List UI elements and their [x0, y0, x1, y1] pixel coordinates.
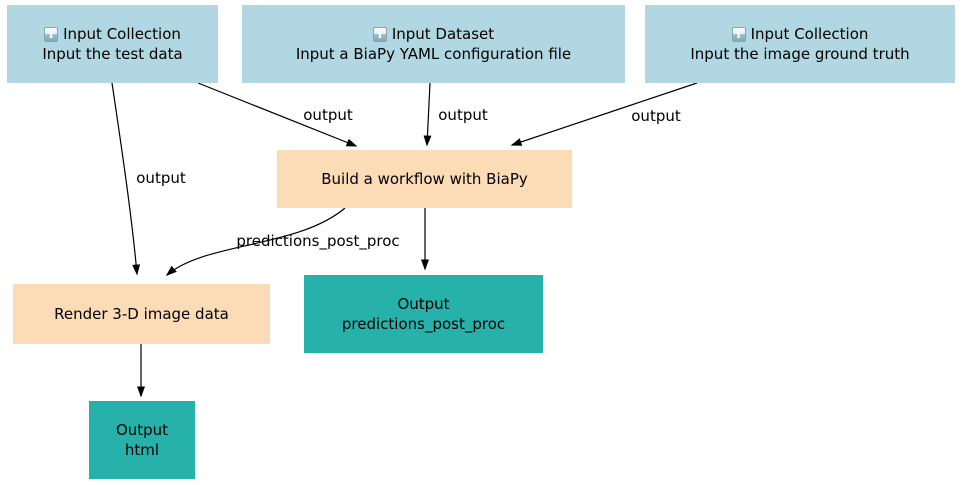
info-icon-glyph: i: [736, 27, 741, 41]
node-input-collection-test-data[interactable]: i Input Collection Input the test data: [7, 5, 218, 83]
info-icon[interactable]: i: [372, 26, 387, 42]
edge-config-to-build: [423, 82, 432, 147]
node-tool-build-workflow-biapy[interactable]: Build a workflow with BiaPy: [277, 150, 572, 208]
node-label-text: Input the test data: [42, 45, 183, 63]
edge-test-to-render: [111, 82, 141, 276]
info-icon[interactable]: i: [44, 26, 59, 42]
node-tool-render-3d-image-data[interactable]: Render 3-D image data: [13, 284, 270, 344]
edge-label-output-test-to-render: output: [136, 169, 186, 187]
node-title-text: Output: [115, 421, 169, 439]
node-label-text: html: [124, 441, 160, 459]
info-icon[interactable]: i: [731, 26, 746, 42]
node-input-collection-ground-truth[interactable]: i Input Collection Input the image groun…: [645, 5, 955, 83]
edge-label-output-test-to-build: output: [303, 106, 353, 124]
node-title-row: i Input Collection: [731, 24, 869, 44]
node-input-dataset-yaml-config[interactable]: i Input Dataset Input a BiaPy YAML confi…: [242, 5, 625, 83]
node-label-text: Input a BiaPy YAML configuration file: [295, 45, 572, 63]
node-label-text: predictions_post_proc: [341, 315, 506, 333]
info-icon-glyph: i: [49, 27, 54, 41]
node-type-text: Input Collection: [63, 25, 181, 43]
edge-label-output-ground-truth-to-build: output: [631, 107, 681, 125]
node-label-text: Build a workflow with BiaPy: [321, 170, 528, 188]
node-title-row: i Input Collection: [44, 24, 181, 44]
node-title-text: Output: [397, 295, 450, 313]
node-output-predictions-post-proc[interactable]: Output predictions_post_proc: [304, 275, 543, 353]
node-label-text: Render 3-D image data: [54, 305, 229, 323]
node-type-text: Input Collection: [750, 25, 869, 43]
edge-label-predictions-post-proc: predictions_post_proc: [236, 232, 400, 250]
node-output-html[interactable]: Output html: [89, 401, 195, 479]
node-type-text: Input Dataset: [391, 25, 495, 43]
node-title-row: i Input Dataset: [372, 24, 495, 44]
info-icon-glyph: i: [377, 27, 382, 41]
edge-label-output-config-to-build: output: [438, 106, 488, 124]
node-label-text: Input the image ground truth: [690, 45, 910, 63]
